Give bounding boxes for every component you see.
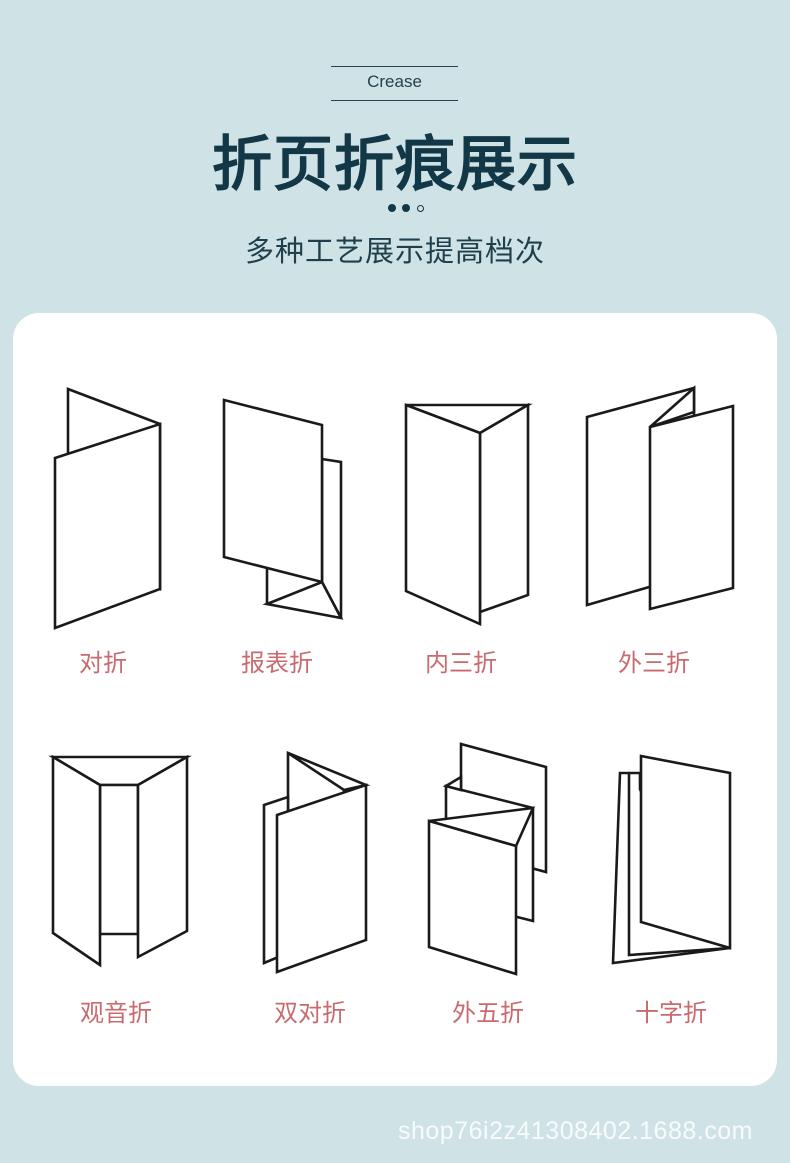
fold-label: 外三折 (618, 649, 690, 677)
page-subtitle: 多种工艺展示提高档次 (244, 234, 545, 268)
fold-label: 外五折 (452, 999, 524, 1027)
page-title: 折页折痕展示 (212, 130, 578, 200)
gate-fold-icon (48, 754, 192, 968)
inner-tri-fold-icon (404, 402, 533, 627)
watermark-text: shop76i2z41308402.1688.com (398, 1117, 753, 1145)
dot-filled (388, 204, 396, 212)
dot-filled (402, 204, 410, 212)
section-tag: Crease (367, 72, 422, 91)
fold-label: 观音折 (80, 999, 152, 1027)
report-fold-icon (222, 398, 344, 620)
half-fold-icon (53, 387, 162, 630)
dot-empty (417, 205, 424, 212)
fold-label: 十字折 (635, 999, 707, 1027)
tag-bottom-rule (331, 100, 458, 101)
cross-fold-icon (611, 754, 732, 965)
double-parallel-fold-icon (262, 750, 371, 974)
fold-label: 内三折 (425, 649, 497, 677)
fold-label: 双对折 (274, 999, 346, 1027)
fold-label: 报表折 (241, 649, 313, 677)
pagination-dots (388, 203, 432, 215)
fold-label: 对折 (79, 649, 127, 677)
five-panel-accordion-fold-icon (427, 742, 548, 976)
tag-top-rule (331, 66, 458, 67)
outer-tri-fold-icon (585, 385, 735, 611)
